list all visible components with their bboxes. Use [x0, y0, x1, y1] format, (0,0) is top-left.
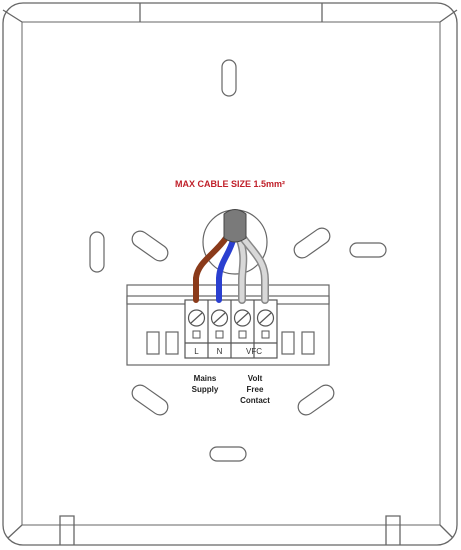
slot-left-vertical [89, 231, 105, 273]
terminal-label-vfc: VFC [246, 347, 262, 356]
slot-right-horizontal [349, 242, 387, 258]
back-plate [2, 2, 458, 546]
mains-caption-line-2: Supply [192, 385, 219, 394]
side-compartment [301, 331, 315, 355]
captions: Mains Supply Volt Free Contact [192, 374, 271, 405]
side-compartment [165, 331, 179, 355]
side-compartment [281, 331, 295, 355]
mains-caption-line-1: Mains [194, 374, 217, 383]
cable-sheath [223, 209, 247, 243]
terminal-block [184, 299, 278, 359]
neutral-wire [216, 237, 236, 303]
live-wire [193, 235, 229, 303]
contact-wire-1 [237, 237, 246, 303]
side-compartment [146, 331, 160, 355]
slot-bottom [209, 446, 247, 462]
slot-upper-right-diagonal [293, 227, 331, 259]
terminal-label-l: L [194, 347, 199, 356]
slot-lower-left-diagonal [131, 384, 169, 416]
max-cable-size-title: MAX CABLE SIZE 1.5mm² [175, 179, 285, 189]
vfc-caption-line-1: Volt [248, 374, 263, 383]
vfc-caption-line-2: Free [247, 385, 264, 394]
slot-top [221, 59, 237, 97]
terminal-label-n: N [217, 347, 223, 356]
terminal-labels: L N VFC [194, 347, 262, 356]
slot-lower-right-diagonal [297, 384, 335, 416]
slot-upper-left-diagonal [131, 230, 169, 262]
wires [193, 234, 269, 304]
contact-wire-2 [240, 235, 268, 303]
mounting-slots [89, 59, 387, 462]
vfc-caption-line-3: Contact [240, 396, 270, 405]
